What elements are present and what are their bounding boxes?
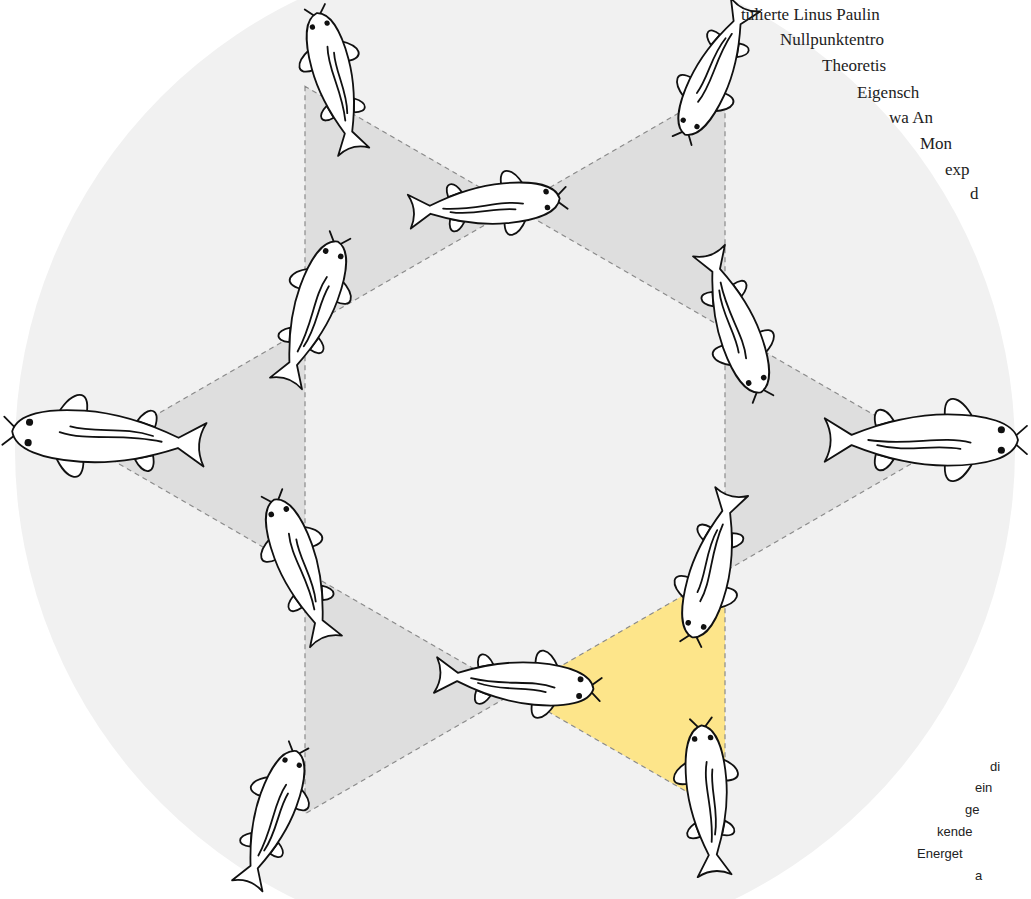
dashed-lattice-lines	[95, 86, 935, 813]
text-fragment: ge	[965, 803, 979, 816]
text-fragment: tulierte Linus Paulin	[741, 6, 880, 23]
koi-fish	[679, 240, 793, 410]
koi-fish	[825, 399, 1027, 481]
koi-fish	[242, 482, 356, 652]
koi-fish	[256, 224, 370, 394]
koi-fish	[0, 390, 207, 486]
koi-fish	[669, 716, 747, 879]
text-fragment: Mon	[920, 135, 952, 152]
text-fragment: Eigensch	[857, 84, 919, 101]
text-fragment: Energet	[917, 847, 963, 860]
text-fragment: ein	[975, 781, 992, 794]
text-fragment: exp	[945, 161, 970, 178]
koi-fish	[406, 166, 569, 244]
text-fragment: a	[975, 869, 982, 882]
koi-fish	[654, 0, 773, 154]
text-fragment: d	[970, 185, 979, 202]
koi-fish	[285, 0, 383, 160]
koi-fish	[219, 734, 328, 896]
koi-fish	[660, 483, 763, 652]
text-fragment: Theoretis	[822, 57, 886, 74]
text-fragment: wa An	[889, 109, 933, 126]
koi-fish	[433, 641, 604, 723]
text-fragment: kende	[937, 825, 972, 838]
small-triangles	[95, 86, 935, 813]
text-fragment: di	[990, 760, 1000, 773]
text-fragment: Nullpunktentro	[780, 31, 884, 48]
